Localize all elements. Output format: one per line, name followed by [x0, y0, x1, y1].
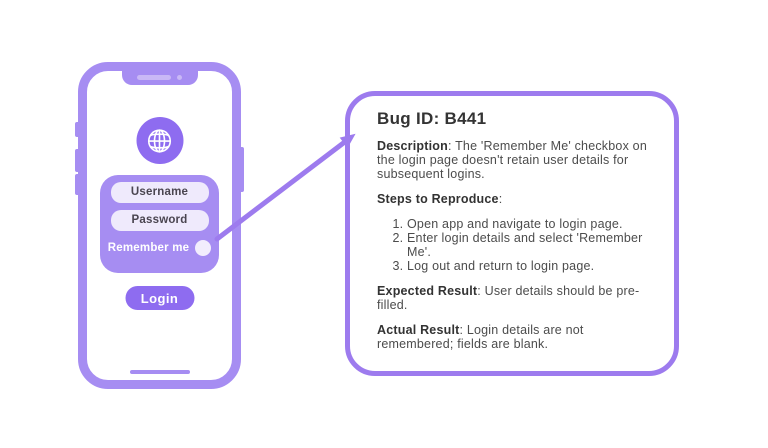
camera-dot — [177, 75, 182, 80]
step-item-1: Open app and navigate to login page. — [407, 217, 647, 231]
steps-label: Steps to Reproduce — [377, 192, 499, 206]
phone-side-button — [75, 122, 79, 137]
steps-list: Open app and navigate to login page. Ent… — [377, 217, 647, 273]
phone-notch — [121, 70, 198, 85]
phone-volume-down-button — [75, 174, 79, 195]
username-field[interactable]: Username — [110, 182, 209, 203]
remember-me-row: Remember me — [107, 240, 212, 256]
steps-colon: : — [498, 192, 503, 206]
step-item-2: Enter login details and select 'Remember… — [407, 231, 647, 259]
actual-result-text: : Login details are not remembered; fiel… — [377, 323, 584, 351]
step-item-3: Log out and return to login page. — [407, 259, 647, 273]
actual-result-label: Actual Result — [377, 323, 460, 337]
expected-result-text: : User details should be pre-filled. — [377, 284, 640, 312]
expected-result: Expected Result: User details should be … — [377, 284, 647, 312]
phone-power-button — [240, 147, 244, 192]
actual-result: Actual Result: Login details are not rem… — [377, 323, 647, 351]
login-button[interactable]: Login — [125, 286, 194, 310]
password-field[interactable]: Password — [110, 210, 209, 231]
bug-report-card: Bug ID: B441 Description: The 'Remember … — [345, 91, 679, 376]
bug-description: Description: The 'Remember Me' checkbox … — [377, 139, 647, 181]
steps-heading: Steps to Reproduce: — [377, 192, 647, 206]
remember-me-label: Remember me — [107, 242, 190, 254]
phone-volume-up-button — [75, 149, 79, 172]
description-label: Description — [377, 139, 448, 153]
expected-result-label: Expected Result — [377, 284, 478, 298]
home-indicator — [129, 370, 190, 374]
remember-me-checkbox[interactable] — [195, 240, 212, 256]
speaker-slot — [137, 75, 171, 80]
globe-icon — [136, 117, 183, 164]
bug-id-title: Bug ID: B441 — [377, 109, 487, 128]
login-form-panel: Username Password Remember me — [100, 175, 219, 273]
phone-mockup: Username Password Remember me Login — [75, 62, 244, 389]
description-text: : The 'Remember Me' checkbox on the logi… — [377, 139, 647, 181]
